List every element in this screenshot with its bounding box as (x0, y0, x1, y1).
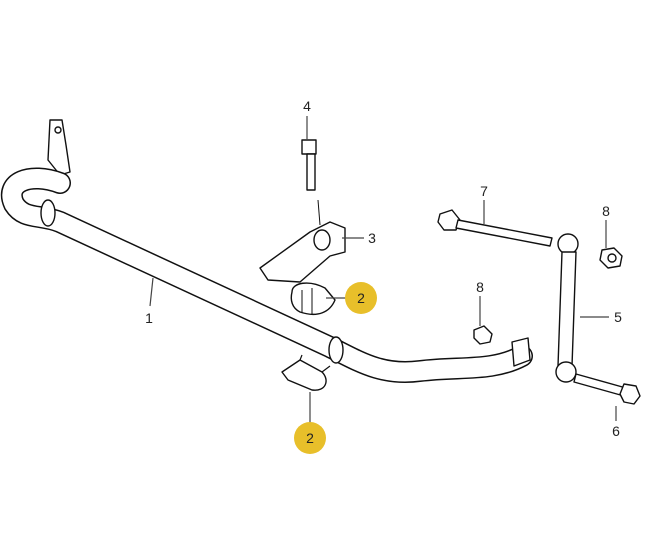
bushing-lower (281, 354, 331, 391)
callout-7[interactable]: 7 (480, 183, 488, 199)
highlight-circle (294, 422, 326, 454)
callout-6[interactable]: 6 (612, 423, 620, 439)
lower-bolt (573, 373, 641, 405)
bushing-upper (290, 282, 336, 316)
leader-lines (149, 116, 617, 423)
callout-8-upper[interactable]: 8 (602, 203, 610, 219)
stabilizer-bar (1, 119, 533, 383)
bracket-bolt (301, 139, 321, 226)
highlight-circle (345, 282, 377, 314)
stabilizer-link (555, 233, 579, 383)
callout-1[interactable]: 1 (145, 310, 153, 326)
nut-upper (599, 247, 623, 269)
callout-4[interactable]: 4 (303, 98, 311, 114)
callout-5[interactable]: 5 (614, 309, 622, 325)
callout-8-lower[interactable]: 8 (476, 279, 484, 295)
callout-3[interactable]: 3 (368, 230, 376, 246)
callout-2-lower[interactable]: 2 (306, 430, 314, 446)
nut-lower (473, 325, 493, 345)
bracket (259, 221, 346, 283)
upper-bolt (437, 209, 553, 247)
callout-2-upper[interactable]: 2 (357, 290, 365, 306)
